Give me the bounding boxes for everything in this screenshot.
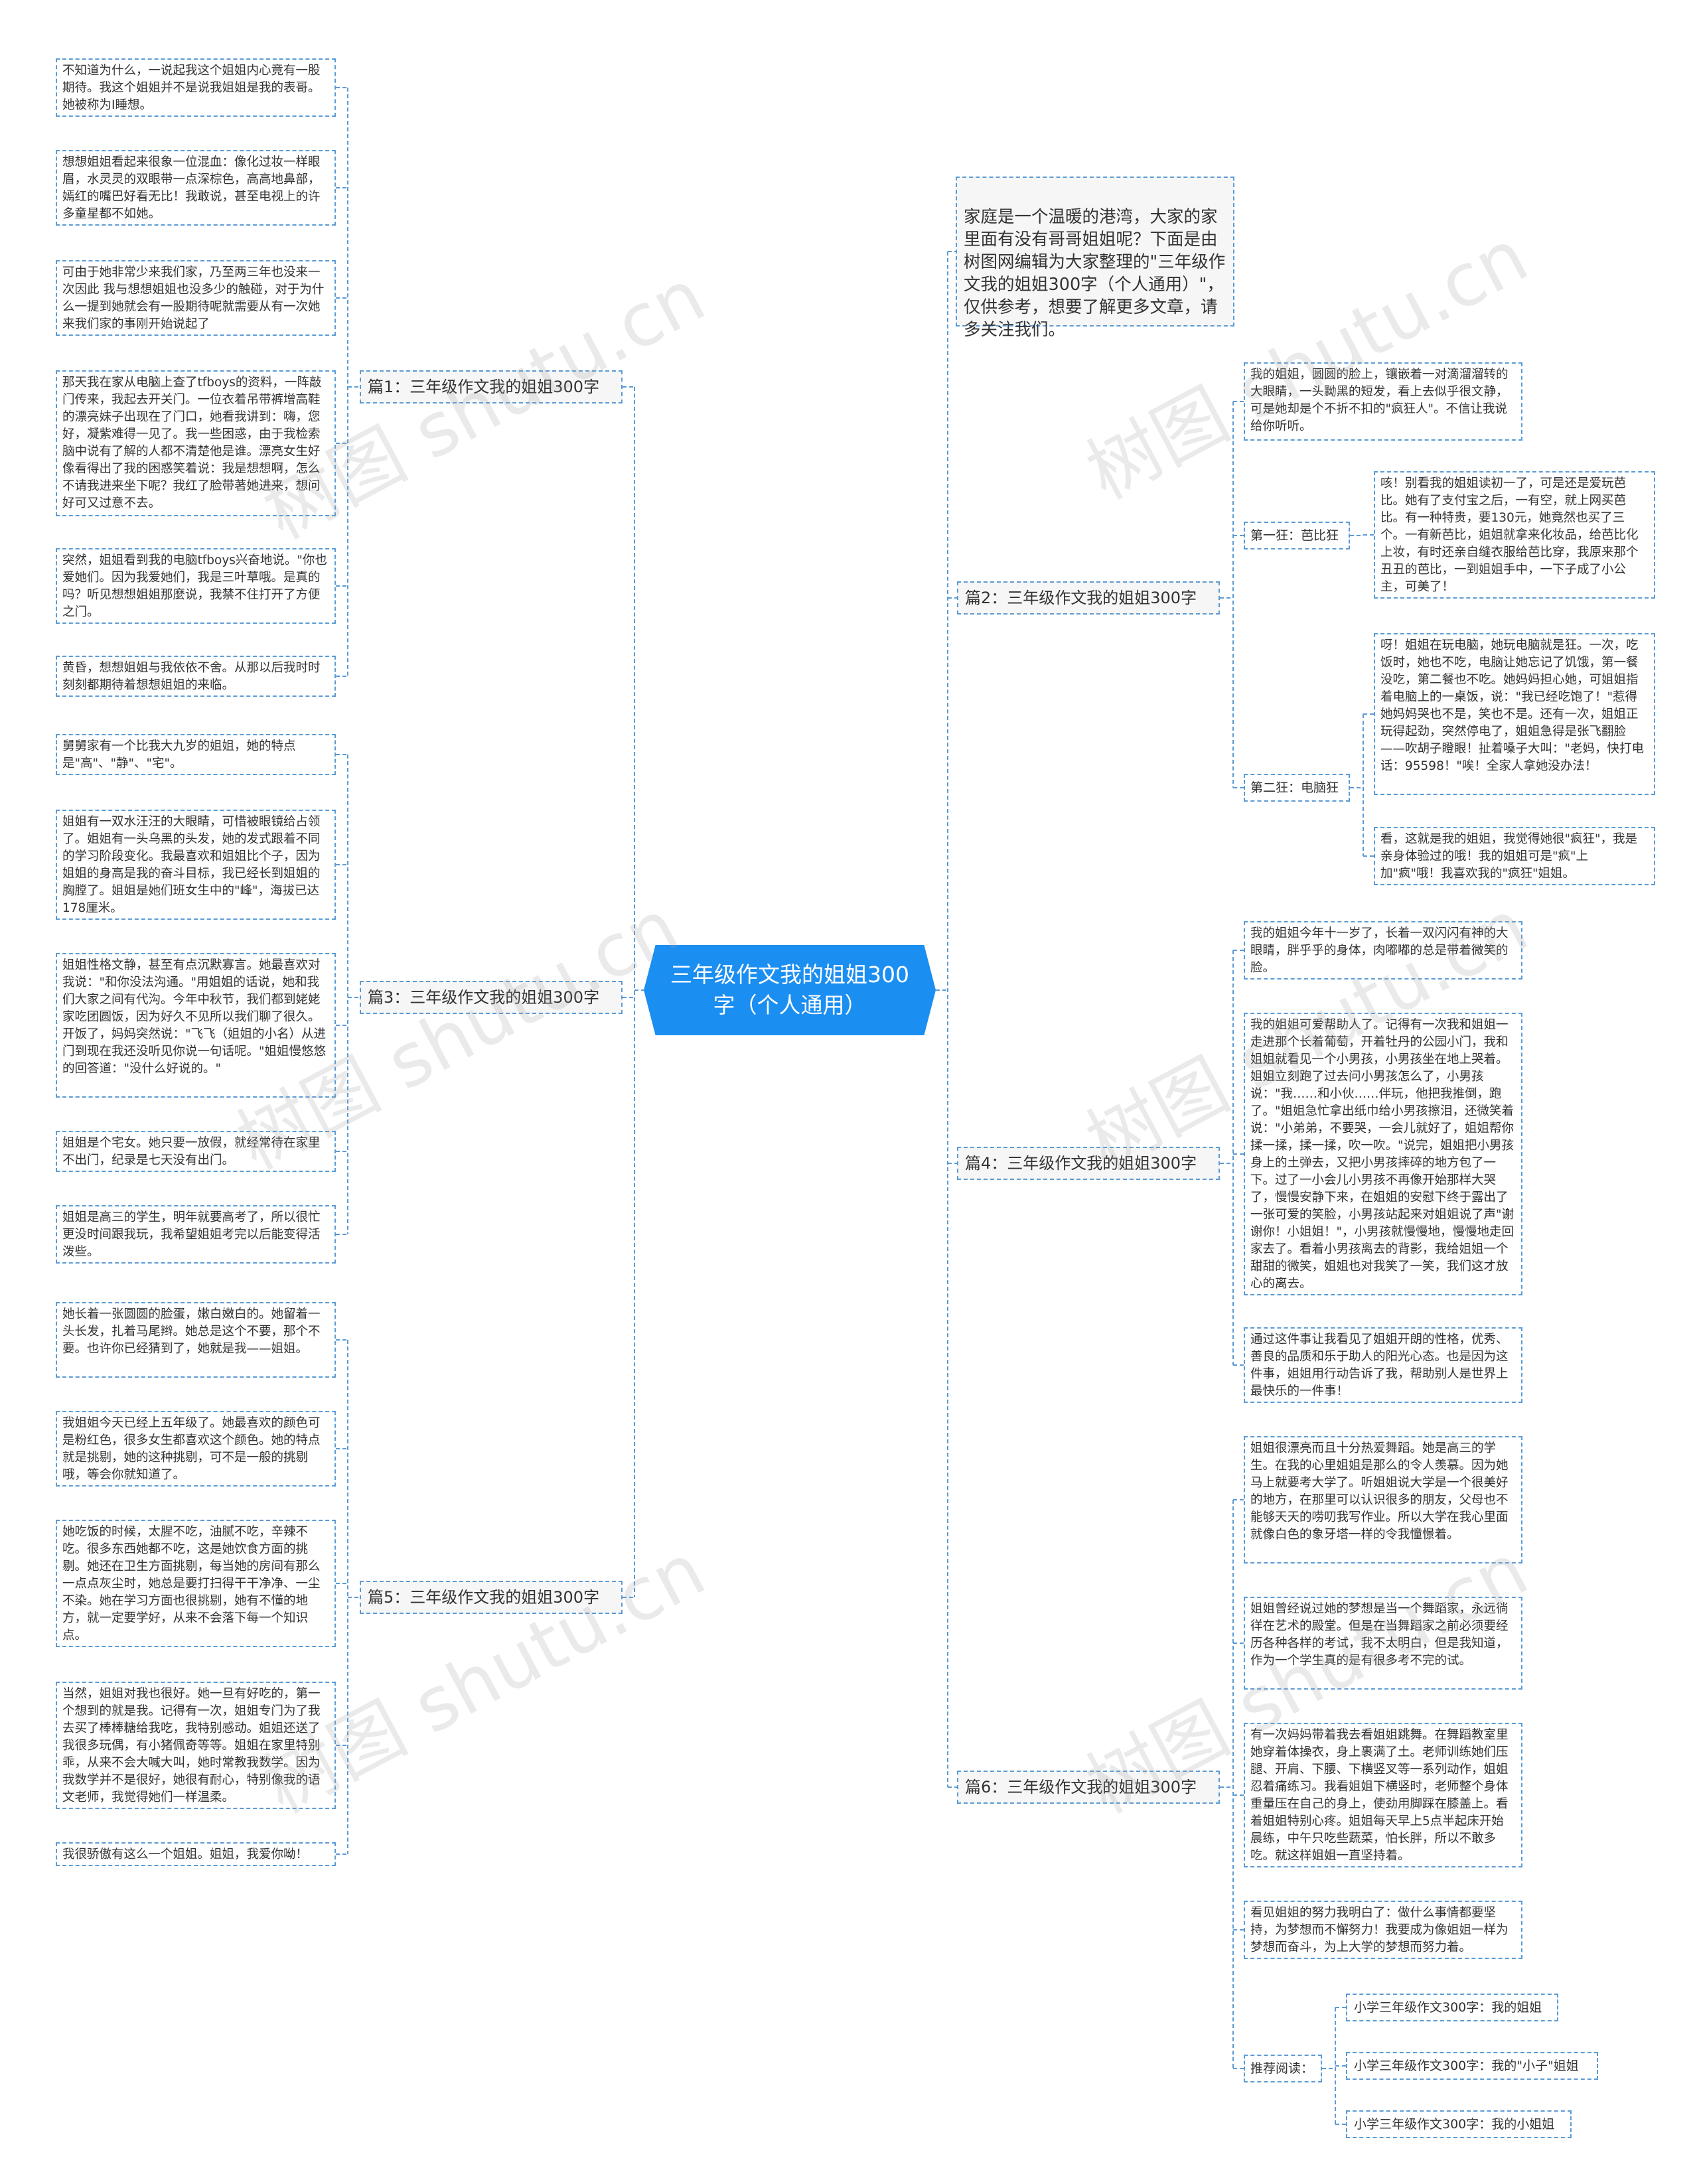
recommend-link-2-text: 小学三年级作文300字：我的"小子"姐姐: [1354, 2059, 1579, 2073]
b5-item-4: 当然，姐姐对我也很好。她一旦有好吃的，第一个想到的就是我。记得有一次，姐姐专门为…: [56, 1682, 336, 1809]
b1-item-3: 可由于她非常少来我们家，乃至两三年也没来一次因此 我与想想姐姐也没多少的触碰，对…: [56, 260, 336, 336]
b1-item-2-text: 想想姐姐看起来很象一位混血：像化过妆一样眼眉，水灵灵的双眼带一点深棕色，高高地鼻…: [62, 155, 321, 221]
b2-sub-1[interactable]: 第一狂：芭比狂: [1244, 522, 1350, 549]
b3-item-3-text: 姐姐性格文静，甚至有点沉默寡言。她最喜欢对我说："和你没法沟通。"用姐姐的话说，…: [62, 958, 327, 1076]
recommend-label: 推荐阅读：: [1250, 2061, 1314, 2076]
b2-sub-2-label: 第二狂：电脑狂: [1250, 780, 1339, 795]
b2-sub-2-text-2: 看，这就是我的姐姐，我觉得她很"疯狂"，我是亲身体验过的哦！我的姐姐可是"疯"上…: [1374, 827, 1655, 885]
b1-item-4: 那天我在家从电脑上查了tfboys的资料，一阵敲门传来，我起去开关门。一位衣着吊…: [56, 370, 336, 516]
b1-item-4-text: 那天我在家从电脑上查了tfboys的资料，一阵敲门传来，我起去开关门。一位衣着吊…: [62, 376, 322, 510]
b5-item-1: 她长着一张圆圆的脸蛋，嫩白嫩白的。她留着一头长发，扎着马尾辫。她总是这个不要，那…: [56, 1302, 336, 1378]
branch-1-label: 篇1：三年级作文我的姐姐300字: [368, 378, 600, 396]
b3-item-4: 姐姐是个宅女。她只要一放假，就经常待在家里不出门，纪录是七天没有出门。: [56, 1131, 336, 1172]
b5-item-1-text: 她长着一张圆圆的脸蛋，嫩白嫩白的。她留着一头长发，扎着马尾辫。她总是这个不要，那…: [62, 1307, 321, 1356]
central-topic-label: 三年级作文我的姐姐300字（个人通用）: [670, 962, 909, 1018]
b1-item-3-text: 可由于她非常少来我们家，乃至两三年也没来一次因此 我与想想姐姐也没多少的触碰，对…: [62, 265, 325, 331]
b1-item-1-text: 不知道为什么，一说起我这个姐姐内心竟有一股期待。我这个姐姐并不是说我姐姐是我的表…: [62, 64, 321, 112]
branch-6[interactable]: 篇6：三年级作文我的姐姐300字: [957, 1771, 1220, 1804]
b6-item-2-text: 姐姐曾经说过她的梦想是当一个舞蹈家，永远徜徉在艺术的殿堂。但是在当舞蹈家之前必须…: [1250, 1602, 1509, 1668]
b2-intro: 我的姐姐，圆圆的脸上，镶嵌着一对滴溜溜转的大眼睛，一头黝黑的短发，看上去似乎很文…: [1244, 362, 1522, 441]
recommend-link-3[interactable]: 小学三年级作文300字：我的小姐姐: [1346, 2110, 1572, 2138]
b6-item-3-text: 有一次妈妈带着我去看姐姐跳舞。在舞蹈教室里她穿着体操衣，身上裹满了土。老师训练她…: [1250, 1728, 1509, 1863]
b2-sub-2-text-2-content: 看，这就是我的姐姐，我觉得她很"疯狂"，我是亲身体验过的哦！我的姐姐可是"疯"上…: [1380, 832, 1638, 881]
b6-item-3: 有一次妈妈带着我去看姐姐跳舞。在舞蹈教室里她穿着体操衣，身上裹满了土。老师训练她…: [1244, 1723, 1522, 1867]
b2-sub-2-text-1: 呀！姐姐在玩电脑，她玩电脑就是狂。一次，吃饭时，她也不吃，电脑让她忘记了饥饿，第…: [1374, 633, 1655, 795]
b3-item-1-text: 舅舅家有一个比我大九岁的姐姐，她的特点是"高"、"静"、"宅"。: [62, 739, 296, 770]
branch-4[interactable]: 篇4：三年级作文我的姐姐300字: [957, 1147, 1220, 1180]
b3-item-5: 姐姐是高三的学生，明年就要高考了，所以很忙更没时间跟我玩，我希望姐姐考完以后能变…: [56, 1205, 336, 1264]
b5-item-4-text: 当然，姐姐对我也很好。她一旦有好吃的，第一个想到的就是我。记得有一次，姐姐专门为…: [62, 1687, 321, 1804]
b5-item-2-text: 我姐姐今天已经上五年级了。她最喜欢的颜色可是粉红色，很多女生都喜欢这个颜色。她的…: [62, 1416, 321, 1482]
branch-2[interactable]: 篇2：三年级作文我的姐姐300字: [957, 581, 1220, 615]
b1-item-6-text: 黄昏，想想姐姐与我依依不舍。从那以后我时时刻刻都期待着想想姐姐的来临。: [62, 661, 321, 692]
b2-sub-1-text: 咳！别看我的姐姐读初一了，可是还是爱玩芭比。她有了支付宝之后，一有空，就上网买芭…: [1374, 471, 1655, 599]
b3-item-5-text: 姐姐是高三的学生，明年就要高考了，所以很忙更没时间跟我玩，我希望姐姐考完以后能变…: [62, 1210, 321, 1259]
branch-6-label: 篇6：三年级作文我的姐姐300字: [965, 1778, 1197, 1796]
b6-item-1: 姐姐很漂亮而且十分热爱舞蹈。她是高三的学生。在我的心里姐姐是那么的令人羡慕。因为…: [1244, 1436, 1522, 1564]
recommend-label-node[interactable]: 推荐阅读：: [1244, 2055, 1322, 2082]
intro-text: 家庭是一个温暖的港湾，大家的家里面有没有哥哥姐姐呢？下面是由树图网编辑为大家整理…: [964, 207, 1226, 340]
b3-item-3: 姐姐性格文静，甚至有点沉默寡言。她最喜欢对我说："和你没法沟通。"用姐姐的话说，…: [56, 953, 336, 1098]
recommend-link-1[interactable]: 小学三年级作文300字：我的姐姐: [1346, 1994, 1558, 2021]
b3-item-4-text: 姐姐是个宅女。她只要一放假，就经常待在家里不出门，纪录是七天没有出门。: [62, 1136, 321, 1167]
branch-5-label: 篇5：三年级作文我的姐姐300字: [368, 1588, 600, 1607]
intro-node[interactable]: 家庭是一个温暖的港湾，大家的家里面有没有哥哥姐姐呢？下面是由树图网编辑为大家整理…: [956, 177, 1234, 340]
b4-item-2-text: 我的姐姐可爱帮助人了。记得有一次我和姐姐一走进那个长着葡萄，开着牡丹的公园小门，…: [1250, 1018, 1514, 1291]
b2-sub-1-text-content: 咳！别看我的姐姐读初一了，可是还是爱玩芭比。她有了支付宝之后，一有空，就上网买芭…: [1380, 476, 1639, 594]
b1-item-6: 黄昏，想想姐姐与我依依不舍。从那以后我时时刻刻都期待着想想姐姐的来临。: [56, 656, 336, 697]
b6-item-1-text: 姐姐很漂亮而且十分热爱舞蹈。她是高三的学生。在我的心里姐姐是那么的令人羡慕。因为…: [1250, 1441, 1509, 1542]
b4-item-3-text: 通过这件事让我看见了姐姐开朗的性格，优秀、善良的品质和乐于助人的阳光心态。也是因…: [1250, 1333, 1509, 1398]
central-topic[interactable]: 三年级作文我的姐姐300字（个人通用）: [644, 945, 936, 1035]
branch-3-label: 篇3：三年级作文我的姐姐300字: [368, 988, 600, 1007]
b6-item-4: 看见姐姐的努力我明白了：做什么事情都要坚持，为梦想而不懈努力！我要成为像姐姐一样…: [1244, 1901, 1522, 1959]
branch-2-label: 篇2：三年级作文我的姐姐300字: [965, 589, 1197, 607]
recommend-link-2[interactable]: 小学三年级作文300字：我的"小子"姐姐: [1346, 2052, 1598, 2080]
b5-item-3-text: 她吃饭的时候，太腥不吃，油腻不吃，辛辣不吃。很多东西她都不吃，这是她饮食方面的挑…: [62, 1525, 321, 1642]
b3-item-1: 舅舅家有一个比我大九岁的姐姐，她的特点是"高"、"静"、"宅"。: [56, 734, 336, 775]
b1-item-2: 想想姐姐看起来很象一位混血：像化过妆一样眼眉，水灵灵的双眼带一点深棕色，高高地鼻…: [56, 150, 336, 226]
b2-sub-2[interactable]: 第二狂：电脑狂: [1244, 774, 1350, 802]
b3-item-2: 姐姐有一双水汪汪的大眼睛，可惜被眼镜给占领了。姐姐有一头乌黑的头发，她的发式跟着…: [56, 810, 336, 920]
branch-4-label: 篇4：三年级作文我的姐姐300字: [965, 1154, 1197, 1173]
b2-sub-2-text-1-content: 呀！姐姐在玩电脑，她玩电脑就是狂。一次，吃饭时，她也不吃，电脑让她忘记了饥饿，第…: [1380, 638, 1645, 773]
b3-item-2-text: 姐姐有一双水汪汪的大眼睛，可惜被眼镜给占领了。姐姐有一头乌黑的头发，她的发式跟着…: [62, 815, 321, 915]
b2-intro-text: 我的姐姐，圆圆的脸上，镶嵌着一对滴溜溜转的大眼睛，一头黝黑的短发，看上去似乎很文…: [1250, 368, 1509, 433]
b1-item-5: 突然，姐姐看到我的电脑tfboys兴奋地说。"你也爱她们。因为我爱她们，我是三叶…: [56, 548, 336, 624]
b4-item-1-text: 我的姐姐今年十一岁了，长着一双闪闪有神的大眼睛，胖乎乎的身体，肉嘟嘟的总是带着微…: [1250, 926, 1509, 975]
b1-item-1: 不知道为什么，一说起我这个姐姐内心竟有一股期待。我这个姐姐并不是说我姐姐是我的表…: [56, 58, 336, 117]
b6-item-2: 姐姐曾经说过她的梦想是当一个舞蹈家，永远徜徉在艺术的殿堂。但是在当舞蹈家之前必须…: [1244, 1597, 1522, 1690]
recommend-link-1-text: 小学三年级作文300字：我的姐姐: [1354, 2000, 1542, 2015]
branch-3[interactable]: 篇3：三年级作文我的姐姐300字: [360, 981, 623, 1014]
b4-item-1: 我的姐姐今年十一岁了，长着一双闪闪有神的大眼睛，胖乎乎的身体，肉嘟嘟的总是带着微…: [1244, 921, 1522, 980]
b6-item-4-text: 看见姐姐的努力我明白了：做什么事情都要坚持，为梦想而不懈努力！我要成为像姐姐一样…: [1250, 1906, 1509, 1954]
recommend-link-3-text: 小学三年级作文300字：我的小姐姐: [1354, 2117, 1555, 2132]
b4-item-2: 我的姐姐可爱帮助人了。记得有一次我和姐姐一走进那个长着葡萄，开着牡丹的公园小门，…: [1244, 1013, 1522, 1295]
b5-item-5: 我很骄傲有这么一个姐姐。姐姐，我爱你呦！: [56, 1842, 336, 1866]
b5-item-3: 她吃饭的时候，太腥不吃，油腻不吃，辛辣不吃。很多东西她都不吃，这是她饮食方面的挑…: [56, 1520, 336, 1647]
branch-5[interactable]: 篇5：三年级作文我的姐姐300字: [360, 1581, 623, 1614]
b5-item-5-text: 我很骄傲有这么一个姐姐。姐姐，我爱你呦！: [62, 1848, 309, 1861]
b4-item-3: 通过这件事让我看见了姐姐开朗的性格，优秀、善良的品质和乐于助人的阳光心态。也是因…: [1244, 1327, 1522, 1403]
branch-1[interactable]: 篇1：三年级作文我的姐姐300字: [360, 370, 623, 403]
b2-sub-1-label: 第一狂：芭比狂: [1250, 528, 1339, 543]
b1-item-5-text: 突然，姐姐看到我的电脑tfboys兴奋地说。"你也爱她们。因为我爱她们，我是三叶…: [62, 553, 327, 619]
b5-item-2: 我姐姐今天已经上五年级了。她最喜欢的颜色可是粉红色，很多女生都喜欢这个颜色。她的…: [56, 1411, 336, 1487]
